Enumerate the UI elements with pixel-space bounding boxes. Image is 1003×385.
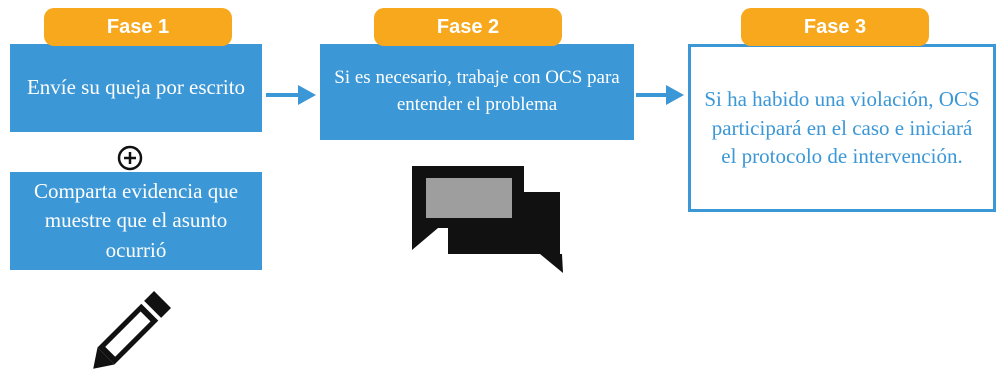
phase-1-label: Fase 1 — [44, 8, 232, 46]
phase-3-box: Si ha habido una violación, OCS particip… — [688, 44, 996, 212]
chat-bubbles-icon — [412, 166, 563, 273]
phase-2-text: Si es necesario, trabaje con OCS para en… — [334, 67, 620, 115]
flow-arrow-1 — [266, 85, 316, 105]
flow-arrow-2 — [636, 85, 684, 105]
phase-2-box: Si es necesario, trabaje con OCS para en… — [320, 44, 634, 140]
phase-1-evidence-text: Comparta evidencia que muestre que el as… — [33, 178, 239, 262]
plus-circle-icon — [117, 145, 143, 171]
phase-2-label: Fase 2 — [374, 8, 562, 46]
pencil-icon — [93, 290, 172, 369]
phase-3-text: Si ha habido una violación, OCS particip… — [704, 86, 980, 169]
phase-1-evidence-box: Comparta evidencia que muestre que el as… — [10, 172, 262, 270]
phase-3-label: Fase 3 — [741, 8, 929, 46]
phase-1-text: Envíe su queja por escrito — [26, 75, 246, 100]
phase-1-box: Envíe su queja por escrito — [10, 44, 262, 132]
